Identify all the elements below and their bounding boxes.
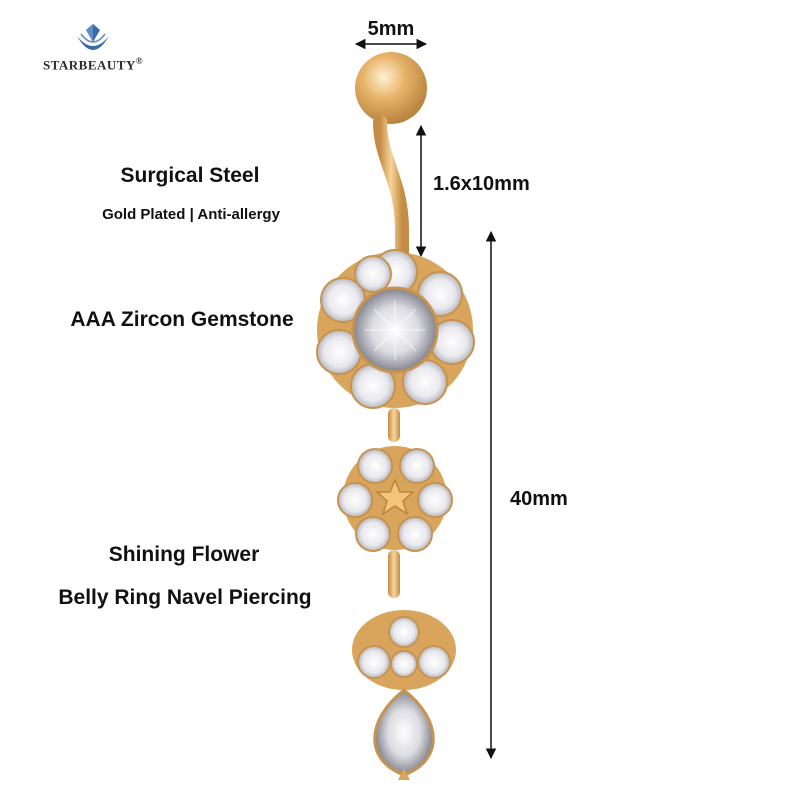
link-1 bbox=[388, 408, 400, 442]
gemstone-label: AAA Zircon Gemstone bbox=[70, 308, 294, 331]
brand-logo: STARBEAUTY® bbox=[28, 20, 158, 80]
top-ball bbox=[355, 52, 427, 124]
flower-pendant bbox=[316, 249, 475, 409]
brand-name: STARBEAUTY® bbox=[42, 56, 144, 73]
product-name-line2: Belly Ring Navel Piercing bbox=[58, 586, 312, 609]
ball-diameter-label: 5mm bbox=[367, 18, 415, 40]
material-title: Surgical Steel bbox=[120, 164, 260, 187]
drop-pendant bbox=[352, 610, 456, 780]
diamond-wings-icon bbox=[77, 24, 109, 50]
bar-size-label: 1.6x10mm bbox=[433, 173, 530, 195]
curved-bar bbox=[373, 115, 409, 267]
link-2 bbox=[388, 550, 400, 598]
trademark-symbol: ® bbox=[135, 56, 144, 66]
belly-ring-illustration bbox=[316, 52, 475, 780]
product-name-line1: Shining Flower bbox=[108, 543, 260, 566]
material-subtitle: Gold Plated | Anti-allergy bbox=[102, 206, 280, 223]
star-pendant bbox=[337, 446, 453, 552]
drop-length-label: 40mm bbox=[510, 488, 568, 510]
